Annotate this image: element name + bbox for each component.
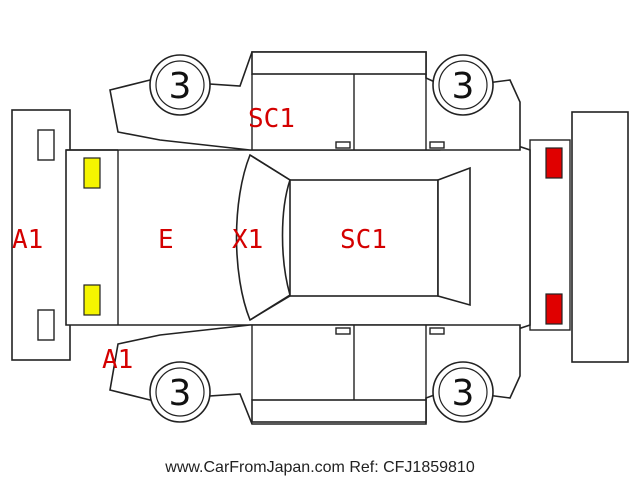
rear-bumper <box>529 111 629 363</box>
rear-window <box>437 166 471 307</box>
source-reference: www.CarFromJapan.com Ref: CFJ1859810 <box>164 459 475 476</box>
cabin <box>235 153 471 322</box>
wheel-rear-left: 3 <box>432 54 494 116</box>
code-windshield: X1 <box>232 225 263 255</box>
wheel-rear-left-code: 3 <box>452 66 475 107</box>
front-lamp-top <box>83 157 101 189</box>
code-upper-side: SC1 <box>248 104 295 134</box>
lower-side-panel <box>109 324 521 425</box>
wheel-rear-right: 3 <box>432 361 494 423</box>
wheel-front-right: 3 <box>149 361 211 423</box>
wheel-front-left-code: 3 <box>169 66 192 107</box>
code-front-corner: A1 <box>102 345 133 375</box>
rear-lamp-top <box>545 147 563 179</box>
wheel-rear-right-code: 3 <box>452 373 475 414</box>
code-roof: SC1 <box>340 225 387 255</box>
rear-lamp-bottom <box>545 293 563 325</box>
upper-side-panel <box>109 51 521 151</box>
front-bumper <box>11 109 71 361</box>
wheel-front-left: 3 <box>149 54 211 116</box>
wheel-front-right-code: 3 <box>169 373 192 414</box>
front-lamp-bottom <box>83 284 101 316</box>
code-front-bumper: A1 <box>12 225 43 255</box>
code-hood: E <box>158 225 174 255</box>
roof <box>289 179 439 297</box>
